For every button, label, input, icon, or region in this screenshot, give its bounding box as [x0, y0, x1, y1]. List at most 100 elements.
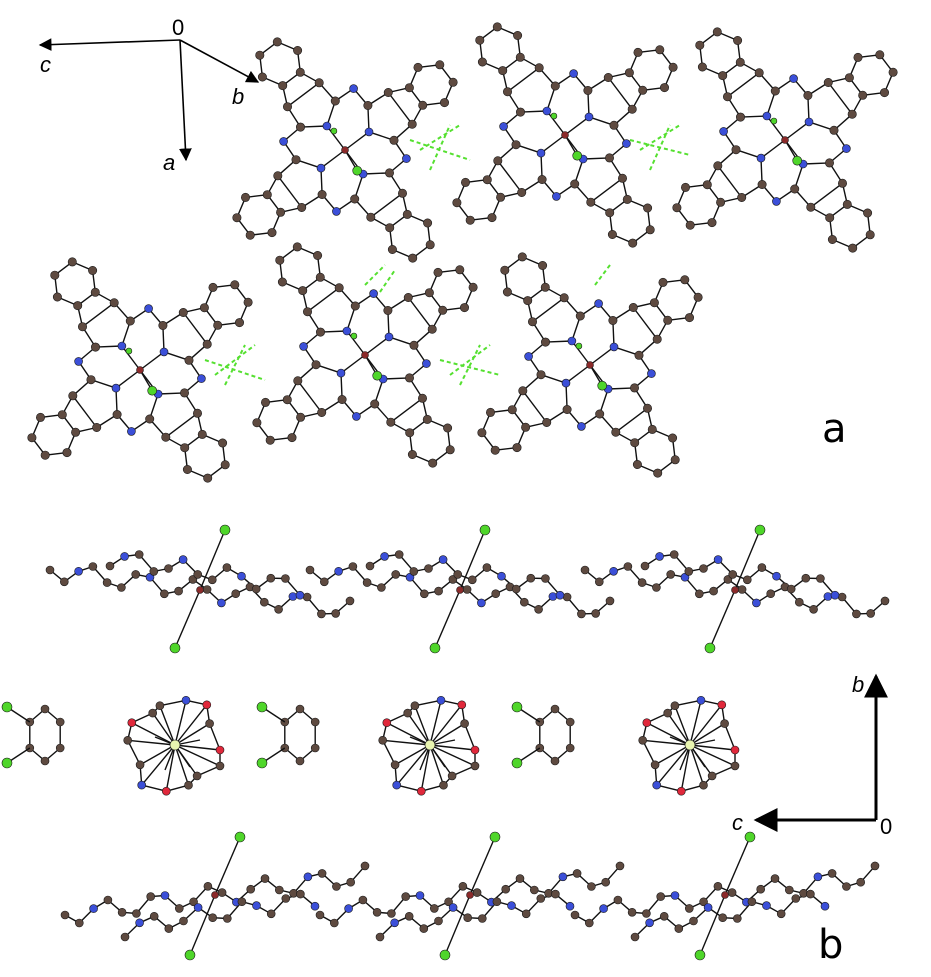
carbon-atom [630, 932, 640, 942]
carbon-atom [865, 230, 875, 240]
bond-line [139, 744, 176, 766]
carbon-atom [293, 45, 303, 55]
carbon-atom [562, 592, 572, 602]
chlorine-atom [479, 524, 491, 536]
metal-atom [341, 146, 349, 154]
bond-line [717, 165, 743, 198]
carbon-atom [158, 320, 168, 330]
carbon-atom [40, 704, 50, 714]
nitrogen-atom [74, 357, 83, 366]
bond-line [632, 307, 658, 340]
carbon-atom [455, 265, 465, 275]
nitrogen-atom [548, 592, 558, 601]
carbon-atom [334, 283, 344, 293]
carbon-atom [870, 861, 880, 871]
bond-line [127, 739, 176, 746]
carbon-atom [265, 435, 275, 445]
carbon-atom [623, 562, 633, 571]
carbon-atom [310, 743, 320, 753]
carbon-atom [663, 315, 673, 325]
carbon-atom [583, 86, 593, 96]
carbon-atom [55, 743, 65, 753]
carbon-atom [134, 550, 144, 559]
carbon-atom [404, 83, 414, 93]
carbon-atom [617, 173, 627, 183]
carbon-atom [332, 882, 341, 891]
contact-lines [204, 124, 691, 386]
carbon-atom [274, 885, 284, 895]
axis-triad-top: 0 c b a [38, 15, 260, 175]
carbon-atom [189, 897, 198, 907]
nitrogen-atom [334, 566, 343, 576]
bond-line [724, 836, 751, 896]
carbon-atom [512, 443, 522, 453]
carbon-atom [445, 445, 455, 455]
carbon-atom [317, 190, 327, 200]
complex-top-2 [452, 22, 678, 248]
oxygen-atom [162, 786, 171, 796]
carbon-atom [852, 609, 861, 619]
carbon-atom [105, 561, 115, 571]
carbon-atom [605, 208, 615, 218]
carbon-atom [184, 355, 194, 365]
carbon-atom [292, 242, 302, 252]
carbon-atom [794, 597, 804, 607]
carbon-atom [410, 701, 420, 711]
carbon-atom [475, 35, 485, 45]
nitrogen-atom [609, 342, 619, 352]
nitrogen-atom [652, 780, 662, 790]
oxygen-atom [730, 745, 740, 755]
carbon-atom [197, 429, 207, 439]
bond-line [82, 302, 115, 328]
carbon-atom [291, 155, 301, 165]
carbon-atom [378, 735, 388, 745]
carbon-atom [275, 255, 285, 265]
nitrogen-atom [542, 106, 552, 116]
carbon-atom [458, 881, 468, 891]
nitrogen-atom [160, 891, 170, 900]
axis-c-label: c [40, 52, 51, 77]
carbon-atom [540, 337, 550, 347]
contact-line [409, 139, 471, 161]
carbon-atom [465, 215, 475, 225]
oxygen-atom [717, 700, 727, 710]
carbon-atom [652, 583, 661, 592]
carbon-atom [203, 881, 213, 891]
carbon-atom [295, 67, 305, 77]
nitrogen-atom [719, 127, 728, 136]
axis-a-label: a [163, 150, 175, 175]
carbon-atom [282, 102, 292, 112]
nitrogen-atom [436, 695, 446, 705]
carbon-atom [482, 563, 492, 572]
nitrogen-atom [310, 901, 320, 911]
carbon-atom [559, 293, 569, 303]
carbon-atom [487, 213, 497, 223]
carbon-atom [155, 701, 165, 711]
bond-line [429, 744, 445, 786]
carbon-atom [75, 918, 84, 928]
carbon-atom [296, 889, 305, 899]
bond-line [159, 705, 176, 746]
bond-line [680, 744, 691, 792]
carbon-atom [92, 422, 102, 432]
carbon-atom [78, 322, 88, 332]
chlorine-atom [550, 112, 558, 120]
carbon-atom [57, 410, 67, 420]
bond-line [522, 390, 548, 423]
carbon-atom [858, 90, 868, 100]
carbon-atom [837, 178, 847, 188]
nitrogen-atom [352, 412, 361, 421]
nitrogen-atom [402, 154, 411, 163]
carbon-atom [713, 881, 723, 891]
nitrogen-atom [144, 304, 153, 313]
carbon-atom [407, 119, 417, 129]
nitrogen-atom [645, 918, 654, 928]
carbon-atom [575, 311, 585, 321]
chlorine-atom [125, 347, 133, 355]
carbon-atom [179, 916, 188, 926]
carbon-atom [605, 596, 615, 606]
dichlorobenzene-2 [256, 701, 320, 769]
bond-line [407, 297, 433, 330]
carbon-atom [232, 213, 242, 223]
carbon-atom [425, 240, 435, 250]
